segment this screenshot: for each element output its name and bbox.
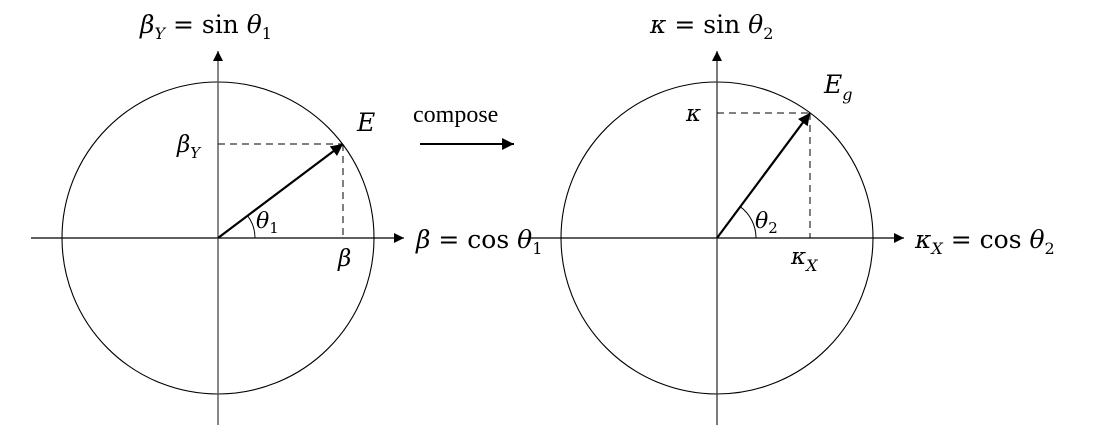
right-vector-label: Eg [823, 70, 853, 104]
compose-transition: compose [413, 102, 514, 150]
left-vector-arrow [217, 143, 344, 239]
left-y-axis-title: βY = sin θ1 [139, 10, 272, 43]
left-x-projection-label: β [337, 246, 351, 272]
left-vector-label: E [356, 108, 375, 137]
left-x-axis-title: β = cos θ1 [415, 225, 542, 258]
right-vector-arrow [716, 112, 811, 239]
right-x-axis-title: κX = cos θ2 [914, 225, 1055, 258]
right-y-projection-label: κ [685, 101, 701, 127]
right-angle-label: θ2 [755, 209, 778, 237]
left-y-projection-label: βY [176, 132, 202, 162]
right-y-axis-title: κ = sin θ2 [649, 10, 773, 43]
left-unit-circle-panel: βY = sin θ1 β = cos θ1 E θ1 βY β [31, 10, 542, 425]
left-angle-label: θ1 [256, 209, 279, 237]
right-angle-arc [740, 206, 757, 239]
compose-label: compose [413, 102, 498, 128]
right-unit-circle-panel: κ = sin θ2 κX = cos θ2 Eg θ2 κ κX [530, 10, 1055, 425]
right-x-projection-label: κX [790, 244, 818, 275]
left-angle-arc [247, 215, 256, 239]
